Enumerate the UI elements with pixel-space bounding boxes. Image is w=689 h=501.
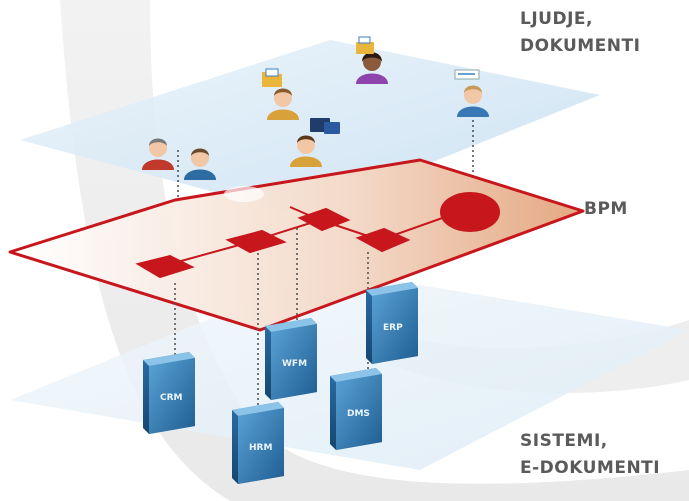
server-icon: WFM xyxy=(265,318,317,400)
process-placeholder xyxy=(224,186,264,202)
person-icon xyxy=(184,148,216,180)
systems-label-line2: E-DOKUMENTI xyxy=(520,458,661,478)
process-step-3 xyxy=(297,207,351,232)
systems-label-line1: SISTEMI, xyxy=(520,431,608,451)
layer-label-systems: SISTEMI, E-DOKUMENTI xyxy=(520,428,660,482)
server-icon: DMS xyxy=(330,368,382,450)
layer-label-bpm: BPM xyxy=(584,196,628,223)
people-label-line1: LJUDJE, xyxy=(520,9,593,29)
server-label-erp: ERP xyxy=(383,323,403,333)
layer-label-people: LJUDJE, DOKUMENTI xyxy=(520,6,640,60)
server-label-dms: DMS xyxy=(347,409,370,419)
server-label-hrm: HRM xyxy=(249,443,272,453)
people-label-line2: DOKUMENTI xyxy=(520,36,641,56)
person-icon xyxy=(457,85,489,117)
person-icon xyxy=(290,135,322,167)
server-icon: HRM xyxy=(232,402,284,484)
server-icon: CRM xyxy=(143,352,195,434)
folder-icon xyxy=(262,68,282,87)
server-label-crm: CRM xyxy=(160,393,183,403)
system-connectors xyxy=(174,228,369,405)
person-icon xyxy=(142,138,174,170)
folder-icon xyxy=(356,36,374,54)
person-icon xyxy=(267,88,299,120)
process-end-event xyxy=(440,192,500,232)
server-label-wfm: WFM xyxy=(282,359,307,369)
server-icon: ERP xyxy=(366,282,418,364)
process-step-1 xyxy=(135,254,195,279)
monitor-icon xyxy=(310,118,340,134)
person-icon xyxy=(356,52,388,84)
bpm-label: BPM xyxy=(584,199,628,219)
process-step-2 xyxy=(225,229,287,254)
bpm-process-flow xyxy=(135,192,500,279)
process-step-4 xyxy=(355,227,411,253)
document-icon xyxy=(454,69,480,80)
